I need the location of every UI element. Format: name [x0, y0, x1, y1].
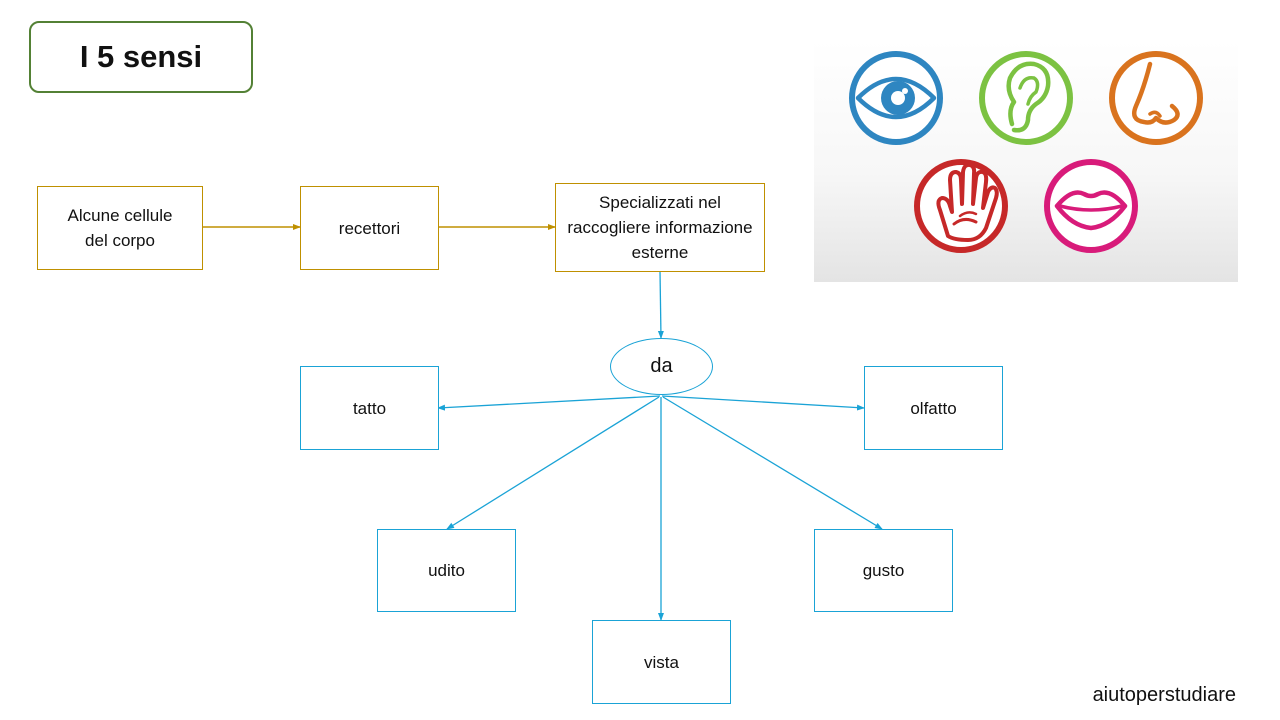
arrow-hub-to-taste: [662, 396, 883, 530]
node-hub-label: da: [650, 355, 673, 377]
node-taste: gusto: [814, 529, 953, 612]
node-sight: vista: [592, 620, 731, 704]
node-receptors: recettori: [300, 186, 439, 270]
ear-icon: [979, 51, 1073, 145]
node-hearing: udito: [377, 529, 516, 612]
arrow-hub-to-hearing: [446, 396, 660, 530]
node-receptors-label: recettori: [338, 218, 401, 238]
node-smell-label: olfatto: [910, 398, 957, 418]
node-cells-label: Alcune cellule del corpo: [67, 206, 173, 250]
node-hub: da: [610, 338, 713, 395]
node-smell: olfatto: [864, 366, 1003, 450]
arrow-specialized-to-hub: [657, 270, 664, 339]
node-touch: tatto: [300, 366, 439, 450]
node-touch-label: tatto: [352, 398, 387, 418]
arrow-hub-to-touch: [437, 395, 661, 411]
node-specialized-label: Specializzati nel raccogliere informazio…: [567, 193, 753, 262]
lips-icon: [1044, 159, 1138, 253]
node-specialized: Specializzati nel raccogliere informazio…: [555, 183, 765, 272]
watermark: aiutoperstudiare: [1092, 684, 1236, 706]
eye-icon: [849, 51, 943, 145]
node-cells: Alcune cellule del corpo: [37, 186, 203, 270]
page-title: I 5 sensi: [29, 21, 253, 93]
nose-icon: [1109, 51, 1203, 145]
arrow-hub-to-smell: [661, 395, 865, 411]
senses-icons-panel: [814, 40, 1238, 282]
hand-icon: [914, 159, 1008, 253]
node-hearing-label: udito: [428, 561, 465, 580]
node-taste-label: gusto: [862, 561, 905, 580]
node-sight-label: vista: [644, 652, 679, 672]
